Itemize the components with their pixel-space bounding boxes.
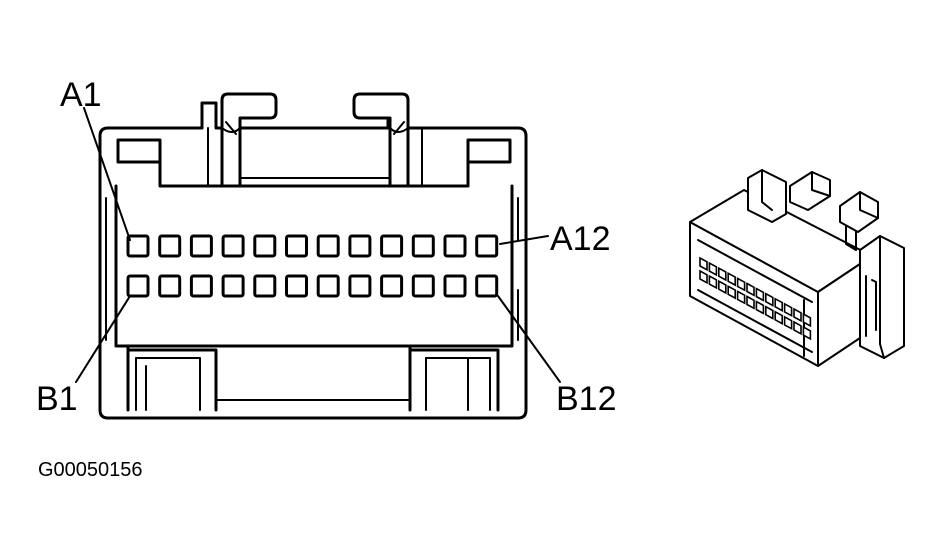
pin-b10: [411, 274, 435, 298]
pin-b11: [443, 274, 467, 298]
iso-pin-b10: [783, 315, 793, 331]
pin-a1: [126, 234, 150, 258]
pin-label-a1: A1: [60, 76, 102, 114]
pin-b2: [158, 274, 182, 298]
iso-pin-b11: [793, 320, 802, 336]
connector-front-view: [98, 92, 528, 420]
pin-row-b: [126, 274, 499, 298]
leader-b1: [75, 295, 131, 383]
iso-pin-b4: [727, 284, 736, 300]
iso-pin-b2: [708, 274, 718, 290]
pin-b8: [348, 274, 372, 298]
iso-pin-a6: [746, 282, 755, 297]
pin-b12: [475, 274, 499, 298]
lower-right-lock: [408, 344, 500, 412]
iso-pin-a1: [699, 256, 708, 272]
figure-id: G00050156: [38, 459, 143, 481]
pin-b9: [380, 274, 404, 298]
pin-b1: [126, 274, 150, 298]
iso-pin-a11: [793, 307, 802, 323]
lower-left-lock: [126, 344, 218, 412]
iso-pin-b9: [774, 310, 783, 325]
pin-label-a12: A12: [550, 220, 611, 258]
pin-cavity-body: [114, 184, 514, 348]
iso-pin-b12: [802, 325, 812, 341]
top-channel: [158, 160, 470, 188]
housing-outline: [98, 101, 528, 420]
pin-a2: [158, 234, 182, 258]
pin-a11: [443, 234, 467, 258]
pin-label-b12: B12: [556, 380, 617, 418]
pin-label-b1: B1: [36, 380, 78, 418]
iso-pin-a8: [765, 292, 774, 307]
leader-lines: [75, 107, 561, 383]
leader-b12: [497, 295, 561, 383]
pin-a7: [316, 234, 340, 258]
housing-top-inner-right: [466, 138, 512, 164]
iso-pin-a4: [727, 271, 736, 287]
iso-pin-b6: [746, 295, 755, 310]
pin-a6: [285, 234, 308, 258]
pin-b5: [253, 274, 277, 298]
iso-pin-b5: [736, 290, 746, 305]
pin-a8: [348, 234, 372, 258]
pin-a10: [411, 234, 435, 258]
pin-a4: [221, 234, 245, 258]
iso-pin-b8: [765, 305, 774, 320]
iso-pin-b7: [755, 300, 765, 315]
iso-pin-b3: [718, 279, 727, 295]
iso-pin-a2: [708, 261, 718, 277]
right-latch: [352, 92, 423, 188]
connector-isometric-view: [689, 169, 905, 367]
left-latch: [207, 92, 278, 188]
iso-pin-a12: [802, 312, 812, 328]
pin-b6: [285, 274, 308, 298]
iso-pin-a3: [718, 266, 727, 282]
iso-pin-b1: [699, 269, 708, 285]
pin-b4: [221, 274, 245, 298]
pin-a3: [189, 234, 213, 258]
iso-pin-a7: [755, 287, 765, 302]
iso-pin-a10: [783, 302, 793, 318]
pin-b3: [189, 274, 213, 298]
pin-a9: [380, 234, 404, 258]
leader-a12: [499, 235, 549, 245]
pin-a5: [253, 234, 277, 258]
pin-row-a: [126, 234, 499, 258]
iso-pin-grid: [699, 256, 812, 341]
iso-pin-a5: [736, 277, 746, 292]
iso-latch-left: [789, 171, 831, 211]
leader-a1: [83, 107, 131, 241]
pin-b7: [316, 274, 340, 298]
iso-pin-a9: [774, 297, 783, 312]
pin-a12: [475, 234, 499, 258]
